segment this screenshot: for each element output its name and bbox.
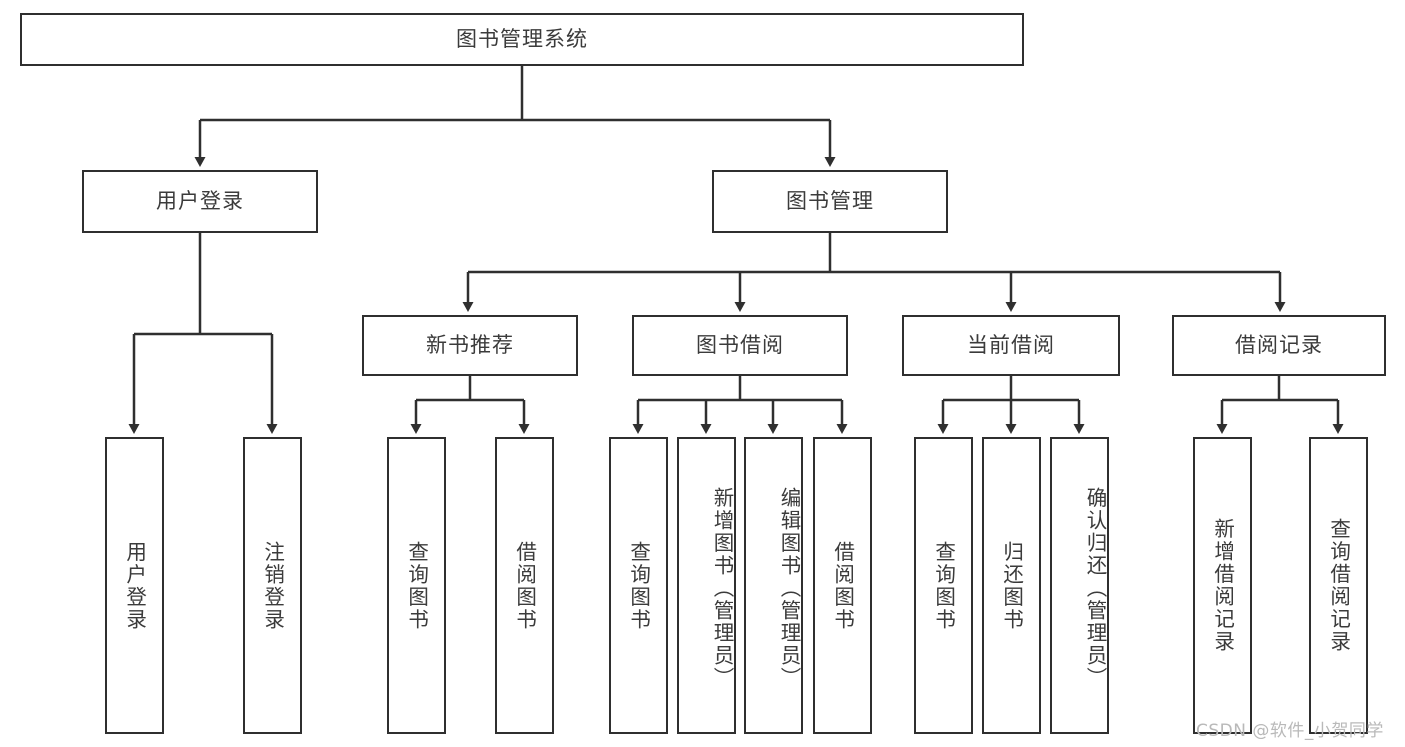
node-leaf-logout[interactable]: 注销登录 xyxy=(243,437,302,734)
node-label: 新增借阅记录 xyxy=(1210,518,1235,653)
node-label: 当前借阅 xyxy=(967,333,1055,358)
node-label: 查询图书 xyxy=(931,540,956,631)
node-leaf-confirm-return-admin[interactable]: 确认归还（管理员） xyxy=(1050,437,1109,734)
node-leaf-borrow-book[interactable]: 借阅图书 xyxy=(813,437,872,734)
node-user-login[interactable]: 用户登录 xyxy=(82,170,318,233)
node-current-borrow[interactable]: 当前借阅 xyxy=(902,315,1120,376)
node-label: 归还图书 xyxy=(999,540,1024,631)
node-label: 新增图书（管理员） xyxy=(710,487,734,690)
node-label: 借阅图书 xyxy=(512,540,537,631)
node-leaf-user-login[interactable]: 用户登录 xyxy=(105,437,164,734)
node-book-borrow[interactable]: 图书借阅 xyxy=(632,315,848,376)
watermark-text: CSDN @软件_小贺同学 xyxy=(1196,721,1384,741)
node-label: 用户登录 xyxy=(122,540,147,631)
node-label: 图书借阅 xyxy=(696,333,784,358)
node-borrow-record[interactable]: 借阅记录 xyxy=(1172,315,1386,376)
node-label: 新书推荐 xyxy=(426,333,514,358)
node-leaf-edit-book-admin[interactable]: 编辑图书（管理员） xyxy=(744,437,803,734)
node-leaf-query-borrow-record[interactable]: 查询借阅记录 xyxy=(1309,437,1368,734)
node-leaf-add-borrow-record[interactable]: 新增借阅记录 xyxy=(1193,437,1252,734)
node-label: 查询图书 xyxy=(626,540,651,631)
node-label: 借阅记录 xyxy=(1235,333,1323,358)
node-leaf-query-book-recommend[interactable]: 查询图书 xyxy=(387,437,446,734)
node-label: 编辑图书（管理员） xyxy=(777,487,801,690)
node-label: 图书管理系统 xyxy=(456,27,588,52)
node-label: 查询借阅记录 xyxy=(1326,518,1351,653)
node-leaf-return-book[interactable]: 归还图书 xyxy=(982,437,1041,734)
node-leaf-query-book-borrow[interactable]: 查询图书 xyxy=(609,437,668,734)
csdn-watermark: CSDN @软件_小贺同学 xyxy=(1196,716,1384,741)
node-leaf-query-book-current[interactable]: 查询图书 xyxy=(914,437,973,734)
node-label: 用户登录 xyxy=(156,189,244,214)
node-label: 注销登录 xyxy=(260,540,285,631)
node-leaf-add-book-admin[interactable]: 新增图书（管理员） xyxy=(677,437,736,734)
node-new-book-recommend[interactable]: 新书推荐 xyxy=(362,315,578,376)
node-label: 借阅图书 xyxy=(830,540,855,631)
node-leaf-borrow-book-recommend[interactable]: 借阅图书 xyxy=(495,437,554,734)
node-label: 查询图书 xyxy=(404,540,429,631)
node-label: 确认归还（管理员） xyxy=(1083,487,1107,690)
node-book-management[interactable]: 图书管理 xyxy=(712,170,948,233)
node-label: 图书管理 xyxy=(786,189,874,214)
node-root-book-management-system[interactable]: 图书管理系统 xyxy=(20,13,1024,66)
